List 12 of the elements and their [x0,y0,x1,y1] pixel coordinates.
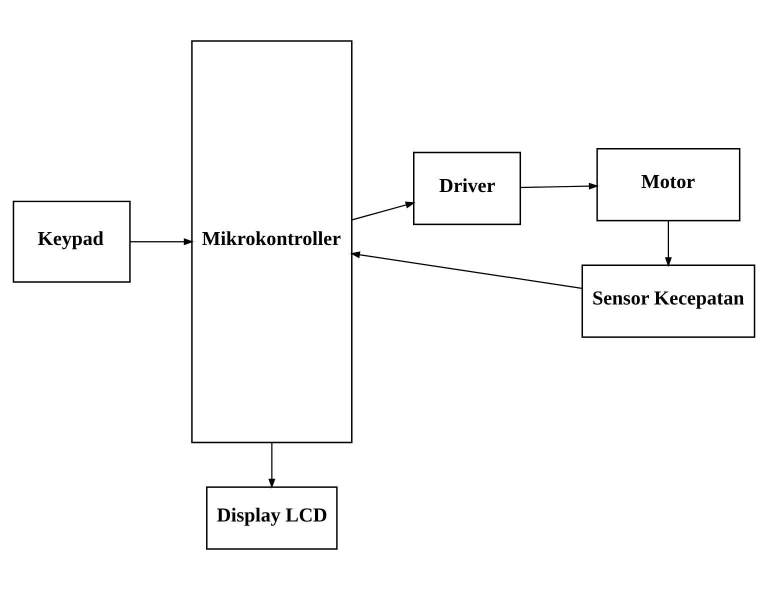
node-box: Motor [596,148,740,221]
arrow [520,182,599,190]
node-box: Driver [413,151,522,225]
node-box: Display LCD [206,486,338,550]
node-box: Mikrokontroller [191,40,353,443]
arrow [268,442,276,488]
arrow [352,201,416,220]
node-box: Keypad [12,200,131,282]
arrow [664,220,672,267]
arrow [130,238,194,245]
node-box: Sensor Kecepatan [582,264,756,338]
arrow [350,250,582,288]
